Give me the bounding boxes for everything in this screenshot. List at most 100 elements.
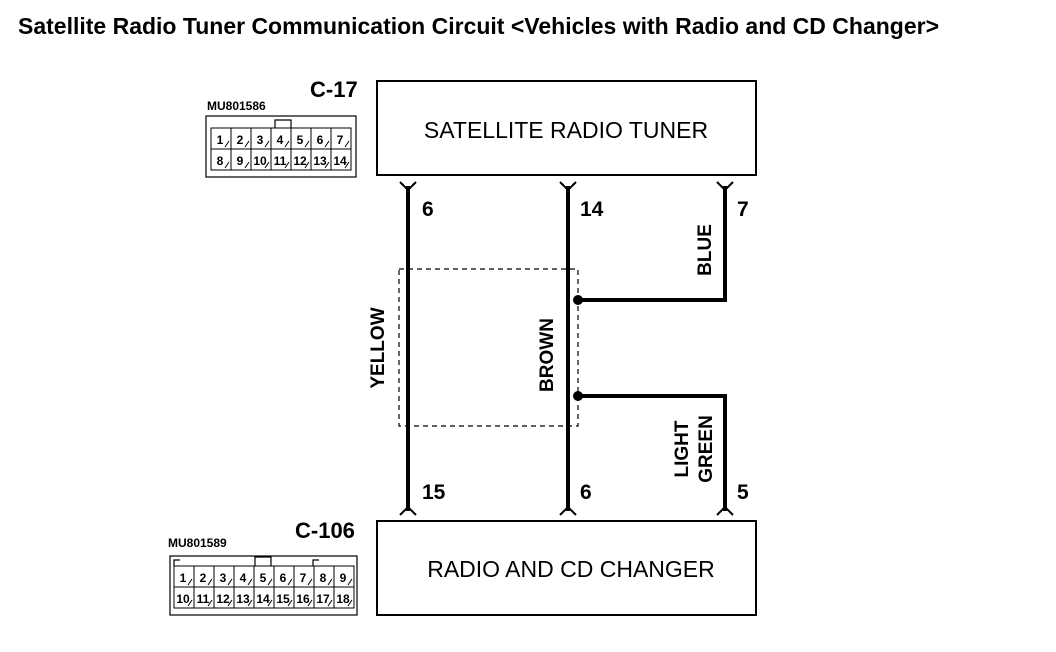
wire-color-brown: BROWN [537, 318, 558, 392]
connector-c106-cavity-mark-1 [187, 578, 193, 586]
connector-c17-cavity-number: 12 [293, 154, 307, 168]
radio-cd-changer-label: RADIO AND CD CHANGER [427, 556, 715, 582]
connector-c17-cavity-number: 13 [313, 154, 327, 168]
connector-c17-outline [205, 115, 357, 178]
connector-c17-cavity-number: 8 [217, 154, 224, 168]
connector-c17-cavity-mark-7 [344, 140, 350, 148]
connector-c106-cavity-mark-5 [267, 578, 273, 586]
connector-c106-cavity-number: 9 [340, 571, 347, 585]
wire-color-blue: BLUE [695, 224, 716, 276]
connector-id-c106: C-106 [295, 518, 355, 543]
connector-c17-cavity-number: 10 [253, 154, 267, 168]
connector-c17-cavity-mark-4 [284, 140, 290, 148]
terminal-mark-c17-14 [559, 181, 577, 192]
connector-c17-cavity-number: 7 [337, 133, 344, 147]
connector-c106-cavity-number: 6 [280, 571, 287, 585]
connector-c17-cavity-mark-6 [324, 140, 330, 148]
connector-c106-cavity-mark-2 [207, 578, 213, 586]
pin-label-c17-7: 7 [737, 198, 749, 221]
connector-c106-cavity-mark-15 [287, 599, 293, 607]
connector-c106-cavity-number: 8 [320, 571, 327, 585]
connector-c106-cavity-mark-11 [207, 599, 213, 607]
blue-wire [578, 186, 727, 302]
connector-c106-cavity-mark-16 [307, 599, 313, 607]
connector-c106-cavity-mark-3 [227, 578, 233, 586]
radio-cd-changer-component: RADIO AND CD CHANGER [376, 520, 757, 616]
connector-c106-cavity-mark-4 [247, 578, 253, 586]
connector-c17-cavity-mark-11 [284, 161, 290, 169]
wires [406, 186, 727, 511]
radio-cd-changer-box [376, 520, 757, 616]
connector-c17-cavity-number: 6 [317, 133, 324, 147]
splice-point-light-green [573, 391, 583, 401]
connector-c17-cavity-number: 5 [297, 133, 304, 147]
satellite-radio-tuner-component: SATELLITE RADIO TUNER [376, 80, 757, 176]
connector-c17-cavity-mark-9 [244, 161, 250, 169]
connector-c106-cavity-number: 10 [176, 592, 190, 606]
connector-c106-outline [169, 555, 358, 616]
connector-c17-cavity-mark-12 [304, 161, 310, 169]
connector-c106-left-key [173, 559, 180, 566]
shield-enclosure [398, 268, 579, 427]
connector-c106-cavity-number: 12 [216, 592, 230, 606]
wire-color-green: GREEN [696, 415, 717, 483]
connector-c17-cavity-14 [330, 148, 352, 171]
connector-c17-cavity-number: 11 [274, 154, 287, 168]
connector-c17-cavity-mark-2 [244, 140, 250, 148]
terminal-marks [399, 181, 734, 516]
connector-c17-cavity-number: 1 [217, 133, 224, 147]
connector-c106-cavity-mark-6 [287, 578, 293, 586]
connector-id-c17: C-17 [310, 77, 358, 102]
connector-c106-cavity-number: 5 [260, 571, 267, 585]
satellite-radio-tuner-box [376, 80, 757, 176]
connector-c17-cavity-number: 9 [237, 154, 244, 168]
pin-label-c106-5: 5 [737, 481, 749, 504]
connector-c106-cavity-mark-13 [247, 599, 253, 607]
splice-point-blue [573, 295, 583, 305]
connector-c106-cavity-18 [333, 586, 355, 609]
connector-c17-cavity-mark-14 [344, 161, 350, 169]
connector-c106-cavity-mark-14 [267, 599, 273, 607]
connector-c106-cavity-mark-7 [307, 578, 313, 586]
connector-c106-cavity-number: 13 [236, 592, 250, 606]
connector-c106-cavity-number: 17 [316, 592, 330, 606]
terminal-mark-c17-7 [716, 181, 734, 192]
connector-c106-cavity-mark-12 [227, 599, 233, 607]
terminal-mark-c17-6 [399, 181, 417, 192]
connector-c17-cavity-number: 3 [257, 133, 264, 147]
connector-c106-cavity-number: 2 [200, 571, 207, 585]
connector-c106-cavity-number: 16 [296, 592, 310, 606]
wire-color-yellow: YELLOW [368, 307, 389, 388]
terminal-mark-c106-6 [559, 505, 577, 516]
connector-c106-cavity-mark-9 [347, 578, 353, 586]
connector-c106-cavity-mark-17 [327, 599, 333, 607]
part-number-c106: MU801589 [168, 536, 227, 550]
connector-c17-cavity-mark-13 [324, 161, 330, 169]
connector-c106-lock-tab [254, 556, 272, 566]
connector-c106-cavity-number: 18 [336, 592, 350, 606]
connector-c106-cavity-mark-18 [347, 599, 353, 607]
diagram-title: Satellite Radio Tuner Communication Circ… [18, 13, 939, 39]
connector-c17-cavity-number: 2 [237, 133, 244, 147]
connector-c17-cavity-mark-8 [224, 161, 230, 169]
connector-c17-cavity-number: 4 [277, 133, 284, 147]
connector-c106-cavity-number: 1 [180, 571, 187, 585]
pin-label-c106-6: 6 [580, 481, 592, 504]
connector-c17-cavity-mark-10 [264, 161, 270, 169]
pin-label-c17-14: 14 [580, 198, 604, 221]
pin-label-c106-15: 15 [422, 481, 446, 504]
connector-c106-cavity-number: 3 [220, 571, 227, 585]
connector-c17-cavity-mark-5 [304, 140, 310, 148]
connector-c17-cavity-mark-3 [264, 140, 270, 148]
wire-color-light: LIGHT [672, 420, 693, 477]
terminal-mark-c106-5 [716, 505, 734, 516]
connector-c17-cavity-mark-1 [224, 140, 230, 148]
connector-c106-cavity-number: 15 [276, 592, 290, 606]
pin-label-c17-6: 6 [422, 198, 434, 221]
connector-c106-cavity-mark-10 [187, 599, 193, 607]
